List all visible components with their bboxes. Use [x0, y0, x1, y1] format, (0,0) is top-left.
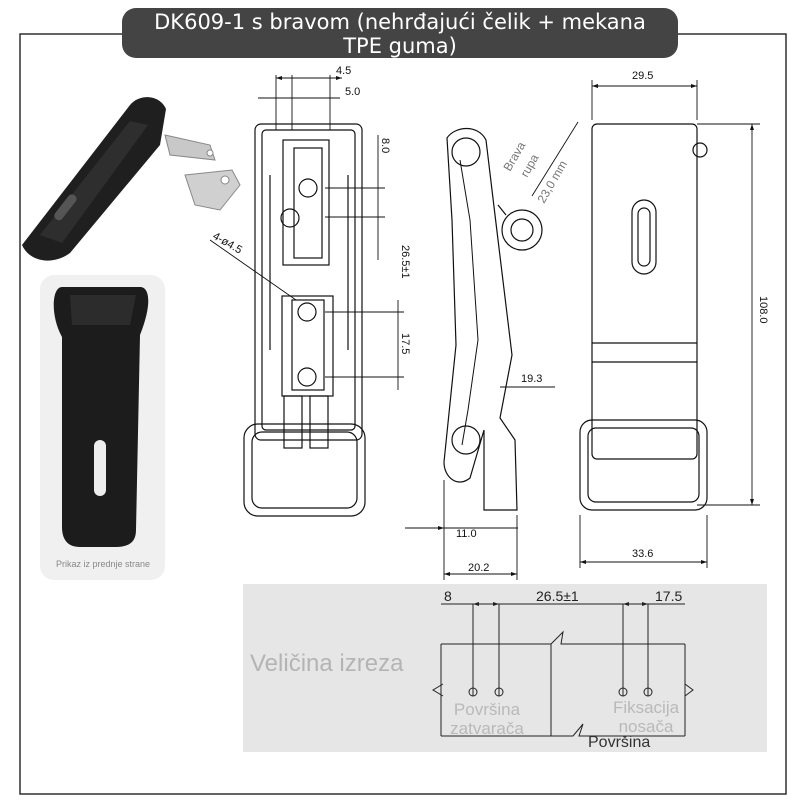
cutout-dim-8: 8	[444, 588, 452, 604]
closer-surface-label: Površina zatvarača	[450, 700, 524, 738]
dim-33-6: 33.6	[632, 548, 653, 560]
lock-diameter-label: 23,0 mm	[534, 158, 569, 205]
dim-29-5: 29.5	[632, 70, 653, 82]
dimension-lines	[209, 75, 760, 580]
cutout-panel: 8 26.5±1 17.5	[243, 584, 767, 752]
side-profile-drawing	[443, 127, 543, 511]
dim-26-5: 26.5±1	[399, 245, 411, 279]
bracket-fixing-label: Fiksacija nosača	[612, 698, 680, 736]
cutout-drawing: 8 26.5±1 17.5	[432, 588, 694, 737]
back-view-drawing	[579, 123, 708, 511]
surface-label: Površina	[588, 734, 651, 751]
title-banner: DK609-1 s bravom (nehrđajući čelik + mek…	[122, 8, 678, 58]
front-view-caption: Prikaz iz prednje strane	[55, 559, 151, 569]
dim-19-3: 19.3	[521, 373, 542, 385]
dim-11-0: 11.0	[456, 528, 477, 540]
title-line-1: DK609-1 s bravom (nehrđajući čelik + mek…	[154, 10, 646, 34]
dim-5-0: 5.0	[345, 86, 360, 98]
dim-108: 108.0	[757, 296, 769, 324]
cutout-dim-17-5: 17.5	[655, 588, 682, 604]
dim-17-5: 17.5	[399, 333, 411, 354]
dim-20-2: 20.2	[468, 562, 489, 574]
title-line-2: TPE guma)	[343, 34, 457, 58]
cutout-dim-26-5: 26.5±1	[536, 588, 579, 604]
dim-4-5: 4.5	[336, 65, 351, 77]
front-view-drawing	[243, 123, 366, 517]
front-photo-image	[53, 287, 149, 547]
product-photo-front	[40, 275, 165, 580]
cutout-title: Veličina izreza	[250, 650, 404, 677]
dim-8-0: 8.0	[379, 138, 391, 153]
product-photo-angled	[22, 97, 241, 261]
